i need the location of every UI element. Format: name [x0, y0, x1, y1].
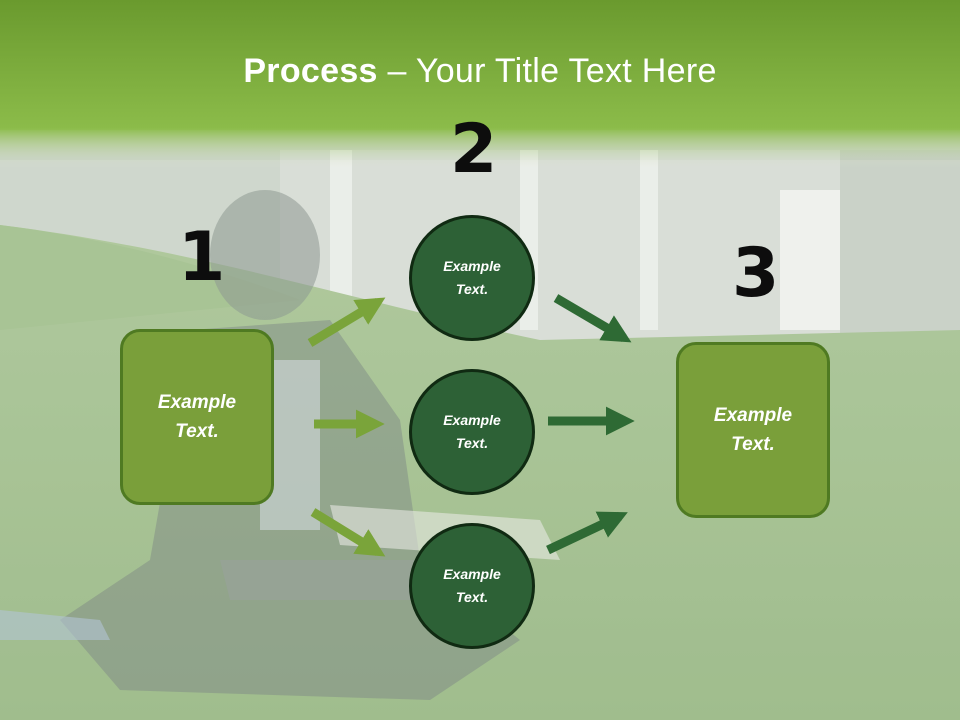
circle-bottom-line1: Example: [443, 566, 501, 582]
circle-top-line2: Text.: [455, 281, 489, 297]
circle-bottom-line2: Text.: [455, 589, 489, 605]
arrow-bottom-to-right: [546, 511, 628, 555]
arrow-left-to-bottom: [310, 508, 386, 557]
arrow-top-to-right: [553, 294, 632, 343]
left-box-line2: Text.: [175, 421, 219, 442]
right-box-line2: Text.: [731, 434, 775, 455]
title-rest: – Your Title Text Here: [377, 52, 717, 90]
circle-top-line1: Example: [443, 258, 501, 274]
left-box-line1: Example: [157, 392, 237, 413]
title-bold: Process: [243, 52, 378, 90]
step-number-1: 1: [178, 218, 226, 297]
circle-middle-line2: Text.: [455, 435, 489, 451]
right-box-line1: Example: [713, 405, 793, 426]
arrow-left-to-top: [307, 297, 386, 347]
step-number-3: 3: [732, 234, 780, 313]
slide-title: Process – Your Title Text Here: [0, 52, 960, 91]
circle-middle-line1: Example: [443, 412, 501, 428]
step-number-2: 2: [450, 110, 498, 189]
